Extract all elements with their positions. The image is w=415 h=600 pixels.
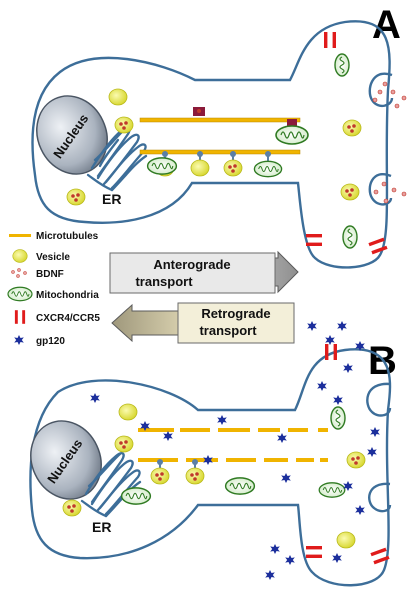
motor-vesicle-a-1: [193, 107, 205, 116]
panel-b: B Nucleus ER: [29, 321, 397, 587]
receptor-b-2: [306, 546, 322, 558]
svg-text:Microtubules: Microtubules: [36, 231, 99, 242]
svg-text:Vesicle: Vesicle: [36, 252, 70, 263]
vesicle-a-soma-2: [114, 116, 134, 134]
mito-a-soma: [146, 157, 178, 175]
vesicle-b-soma-2: [114, 435, 134, 453]
cargo-a-2: [190, 151, 210, 177]
vesicle-b-soma-3: [62, 499, 82, 517]
mito-a-term-1: [334, 53, 350, 77]
cargo-b-1: [150, 459, 170, 485]
legend-vesicle: Vesicle: [12, 249, 70, 263]
svg-text:BDNF: BDNF: [36, 269, 64, 280]
microtubules-a: [139, 117, 301, 155]
retrograde-label-1: Retrograde: [201, 306, 270, 321]
motor-mito-a-1: [275, 119, 309, 145]
er-b-label: ER: [92, 519, 111, 535]
legend-receptor: CXCR4/CCR5: [14, 310, 100, 324]
neuron-b-membrane: [29, 348, 392, 587]
legend: Microtubules Vesicle BDNF Mitochondria C…: [7, 231, 100, 347]
vesicle-a-term-2: [340, 183, 360, 201]
retrograde-label-2: transport: [199, 323, 257, 338]
mito-b-term-2: [318, 482, 346, 498]
svg-text:CXCR4/CCR5: CXCR4/CCR5: [36, 313, 100, 324]
mito-a-term-2: [342, 225, 358, 249]
synaptic-pocket-a-2: [368, 173, 393, 206]
cargo-a-3: [223, 151, 243, 177]
mito-b-soma-2: [224, 477, 256, 495]
vesicle-b-term-1: [346, 451, 366, 469]
nucleus-b: Nucleus: [30, 420, 102, 500]
receptor-b-1: [325, 344, 337, 360]
synaptic-pocket-b-1: [366, 382, 392, 417]
anterograde-arrow: Anterograde transport: [109, 250, 299, 294]
svg-text:Mitochondria: Mitochondria: [36, 290, 99, 301]
synaptic-pocket-a-1: [368, 72, 394, 108]
vesicle-b-soma-1: [118, 403, 138, 421]
er-a-label: ER: [102, 191, 121, 207]
nucleus-a: Nucleus: [36, 95, 108, 175]
legend-microtubules: Microtubules: [9, 231, 99, 242]
neuron-a-membrane: [31, 20, 391, 269]
legend-bdnf: BDNF: [11, 268, 64, 280]
receptor-a-2: [306, 234, 322, 246]
legend-mitochondria: Mitochondria: [7, 286, 99, 302]
vesicle-a-term-1: [342, 119, 362, 137]
microtubules-b-fragmented: [138, 428, 328, 462]
svg-text:gp120: gp120: [36, 336, 65, 347]
legend-gp120: gp120: [14, 335, 65, 347]
anterograde-label-1: Anterograde: [153, 257, 230, 272]
anterograde-label-2: transport: [135, 274, 193, 289]
mito-b-term-1: [330, 406, 346, 430]
retrograde-arrow: Retrograde transport: [111, 302, 295, 344]
cargo-b-2: [185, 459, 205, 485]
panel-a: A Nucleus ER: [31, 3, 407, 269]
cargo-a-4: [253, 151, 283, 178]
receptor-a-1: [324, 32, 336, 48]
synaptic-pocket-b-2: [368, 482, 392, 513]
vesicle-a-soma-1: [108, 88, 128, 106]
mito-b-soma-1: [120, 487, 152, 505]
vesicle-a-soma-3: [66, 188, 86, 206]
vesicle-b-term-2: [336, 531, 356, 549]
